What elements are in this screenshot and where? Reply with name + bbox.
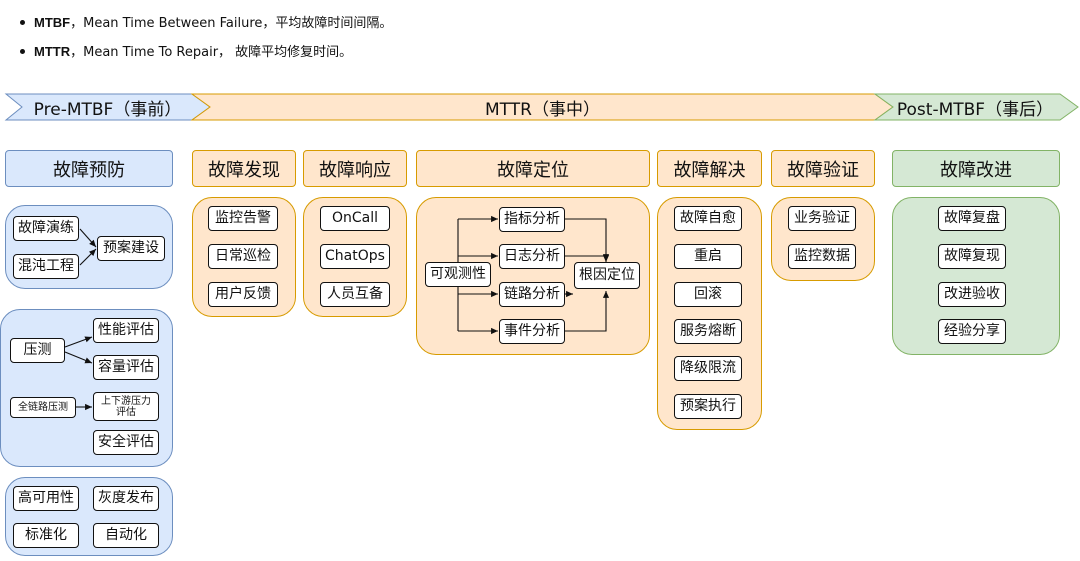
node-metrics-analysis: 指标分析 [499,207,565,232]
node-circuit-breaker: 服务熔断 [674,319,742,344]
phase-pre-label: Pre-MTBF（事前） [33,99,182,120]
phase-post-label: Post-MTBF（事后） [896,99,1054,120]
header-improve: 故障改进 [892,150,1060,187]
node-monitor-data: 监控数据 [788,244,856,269]
node-plan-execution: 预案执行 [674,394,742,419]
header-response: 故障响应 [303,150,407,187]
node-fault-drill: 故障演练 [13,216,79,241]
header-locate: 故障定位 [416,150,650,187]
node-root-cause: 根因定位 [574,262,640,289]
node-postmortem: 故障复盘 [938,206,1006,231]
node-perf-eval: 性能评估 [93,318,159,343]
bullet-dot [20,20,25,25]
header-discovery: 故障发现 [192,150,296,187]
node-fulllink-stress: 全链路压测 [10,397,76,418]
bullet-text: ，Mean Time Between Failure，平均故障时间间隔。 [70,16,393,31]
bullet-term: MTTR [34,44,71,59]
node-security-eval: 安全评估 [93,430,159,455]
bullet-dot [20,49,25,54]
node-capacity-eval: 容量评估 [93,355,159,380]
node-updown-eval: 上下游压力评估 [93,392,159,421]
bullet-term: MTBF [34,15,71,30]
node-improve-acceptance: 改进验收 [938,282,1006,307]
node-plan-building: 预案建设 [97,236,165,261]
phase-mttr-label: MTTR（事中） [485,99,600,120]
node-experience-sharing: 经验分享 [938,319,1006,344]
node-fault-reproduce: 故障复现 [938,244,1006,269]
node-gray-release: 灰度发布 [93,486,159,511]
node-monitor-alert: 监控告警 [208,206,278,231]
node-high-availability: 高可用性 [13,486,79,511]
node-trace-analysis: 链路分析 [499,282,565,307]
header-verify: 故障验证 [771,150,875,187]
bullet-mttr: MTTR，Mean Time To Repair， 故障平均修复时间。 [20,44,352,61]
node-self-healing: 故障自愈 [674,206,742,231]
node-restart: 重启 [674,244,742,269]
node-oncall: OnCall [320,206,390,231]
node-log-analysis: 日志分析 [499,244,565,269]
node-daily-inspection: 日常巡检 [208,244,278,269]
node-business-verify: 业务验证 [788,206,856,231]
node-chatops: ChatOps [320,244,390,269]
node-user-feedback: 用户反馈 [208,282,278,307]
header-prevention: 故障预防 [5,150,173,187]
panel-resolve [657,197,762,430]
bullet-mtbf: MTBF，Mean Time Between Failure，平均故障时间间隔。 [20,15,392,32]
node-staff-backup: 人员互备 [320,282,390,307]
node-standardization: 标准化 [13,523,79,548]
node-rollback: 回滚 [674,282,742,307]
node-stress-test: 压测 [10,338,65,363]
node-observability: 可观测性 [425,262,491,287]
node-event-analysis: 事件分析 [499,319,565,344]
bullet-text: ，Mean Time To Repair， 故障平均修复时间。 [70,45,353,60]
node-automation: 自动化 [93,523,159,548]
node-chaos-engineering: 混沌工程 [13,254,79,279]
node-degrade-limit: 降级限流 [674,356,742,381]
header-resolve: 故障解决 [657,150,762,187]
